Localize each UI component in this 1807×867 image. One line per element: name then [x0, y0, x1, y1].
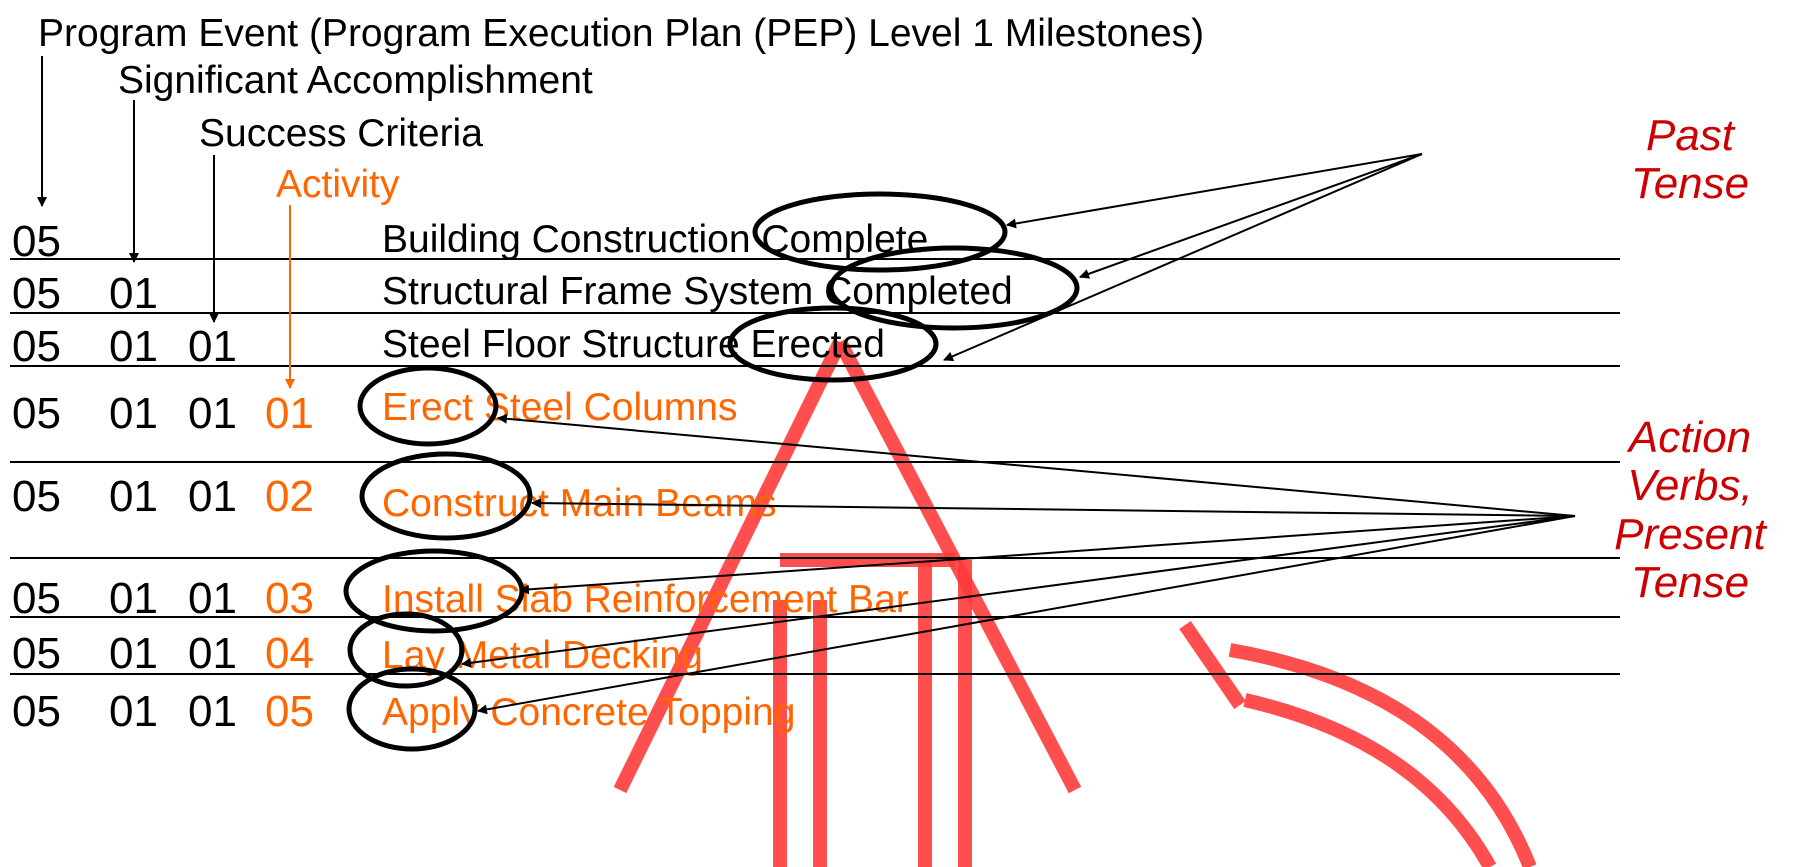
row-6-text: Lay Metal Decking	[382, 634, 703, 677]
row-4-code-1: 05	[12, 472, 61, 521]
row-7-code-2: 01	[109, 687, 158, 736]
row-7-text: Apply Concrete Topping	[382, 691, 796, 734]
row-5-code-4: 03	[265, 574, 314, 623]
row-1-code-1: 05	[12, 269, 61, 318]
row-6-code-2: 01	[109, 629, 158, 678]
row-0-code-1: 05	[12, 217, 61, 266]
row-separator-lines	[10, 258, 1620, 675]
action-verb-arrows	[461, 413, 1576, 715]
header-pointer-arrows	[37, 56, 219, 323]
row-2-code-2: 01	[109, 322, 158, 371]
action-verbs-line-1: Action	[1628, 413, 1752, 462]
action-verbs-line-3: Present	[1614, 509, 1766, 559]
action-verbs-note: Action Verbs, Present Tense	[1575, 413, 1805, 608]
row-1-text: Structural Frame System Completed	[382, 270, 1013, 313]
significant-accomplishment-label: Significant Accomplishment	[118, 59, 593, 102]
past-tense-arrows	[943, 153, 1423, 362]
row-5-code-2: 01	[109, 574, 158, 623]
row-4-code-2: 01	[109, 472, 158, 521]
row-2-text: Steel Floor Structure Erected	[382, 323, 885, 366]
row-2-code-3: 01	[188, 322, 237, 371]
row-5-text: Install Slab Reinforcement Bar	[382, 578, 909, 621]
past-tense-note: Past Tense	[1575, 111, 1805, 209]
action-verbs-line-4: Tense	[1630, 558, 1750, 608]
row-4-code-3: 01	[188, 472, 237, 521]
row-1-code-2: 01	[109, 269, 158, 318]
row-2-code-1: 05	[12, 322, 61, 371]
row-7-code-3: 01	[188, 687, 237, 736]
row-5-code-3: 01	[188, 574, 237, 623]
success-criteria-label: Success Criteria	[199, 112, 483, 155]
emphasis-ellipses	[343, 191, 1080, 752]
action-verbs-line-2: Verbs,	[1627, 461, 1753, 511]
row-3-text: Erect Steel Columns	[382, 386, 738, 429]
row-0-text: Building Construction Complete	[382, 218, 929, 261]
row-4-code-4: 02	[265, 472, 314, 521]
activity-label: Activity	[276, 163, 400, 206]
past-tense-line-1: Past	[1645, 111, 1735, 160]
row-3-code-3: 01	[188, 389, 237, 438]
row-7-code-4: 05	[265, 687, 314, 736]
row-3-code-1: 05	[12, 389, 61, 438]
row-3-code-2: 01	[109, 389, 158, 438]
row-6-code-3: 01	[188, 629, 237, 678]
row-5-code-1: 05	[12, 574, 61, 623]
row-3-code-4: 01	[265, 389, 314, 438]
program-event-label: Program Event (Program Execution Plan (P…	[38, 12, 1205, 55]
row-7-code-1: 05	[12, 687, 61, 736]
past-tense-line-2: Tense	[1630, 159, 1750, 209]
row-6-code-1: 05	[12, 629, 61, 678]
row-6-code-4: 04	[265, 629, 314, 678]
